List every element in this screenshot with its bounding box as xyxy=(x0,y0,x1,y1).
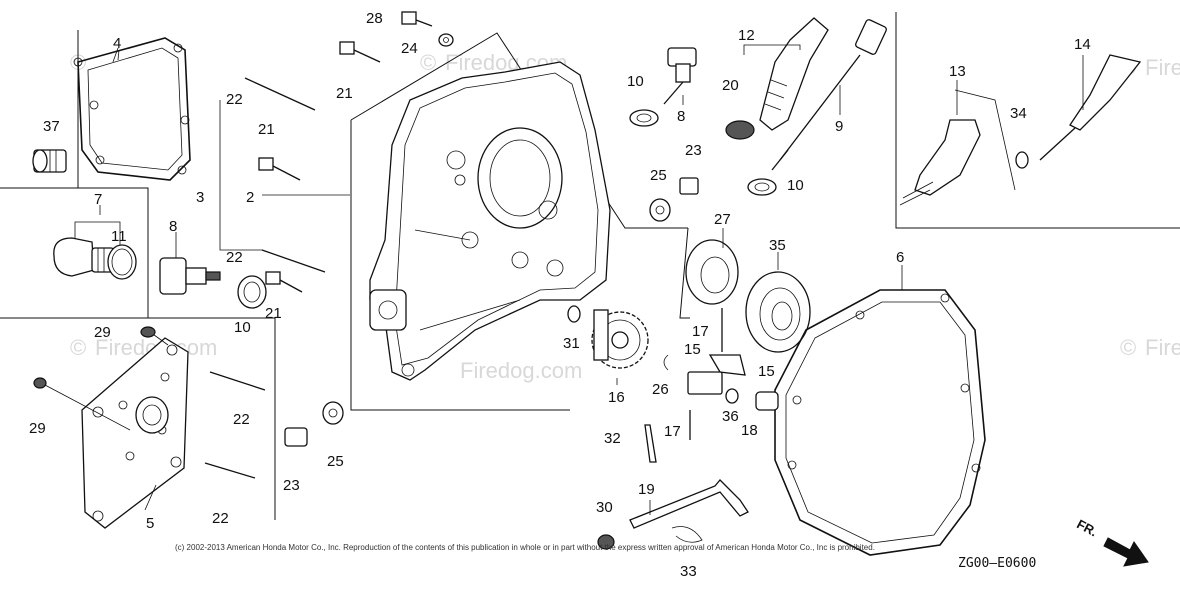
part-22-studs xyxy=(204,77,326,479)
part-label: 9 xyxy=(835,118,843,135)
front-direction-arrow-icon: FR. xyxy=(1074,516,1149,567)
part-5-cover-plate xyxy=(44,331,189,529)
part-label: 22 xyxy=(212,510,229,527)
part-27-bearing xyxy=(685,239,739,305)
part-label: 23 xyxy=(685,142,702,159)
part-label: 37 xyxy=(43,118,60,135)
part-36-washer xyxy=(725,388,739,404)
part-label: 17 xyxy=(692,323,709,340)
part-label: 27 xyxy=(714,211,731,228)
part-21-bolts xyxy=(258,41,381,293)
part-12-filler-tube xyxy=(743,17,829,131)
part-label: 10 xyxy=(627,73,644,90)
watermark-brand: Firedog.com xyxy=(460,358,582,383)
part-32-pin xyxy=(644,424,657,463)
part-6-case-gasket xyxy=(774,289,986,556)
part-24-washer xyxy=(438,33,454,47)
part-label: 17 xyxy=(664,423,681,440)
part-label: 20 xyxy=(722,77,739,94)
watermark-brand: Firedog.com xyxy=(1145,335,1180,360)
part-label: 28 xyxy=(366,10,383,27)
part-label: 7 xyxy=(94,191,102,208)
part-19-governor-arm xyxy=(629,479,749,529)
part-17-pins xyxy=(689,308,723,440)
part-label: 13 xyxy=(949,63,966,80)
part-15-brackets xyxy=(687,354,746,395)
part-label: 22 xyxy=(226,249,243,266)
part-label: 21 xyxy=(258,121,275,138)
part-label: 6 xyxy=(896,249,904,266)
part-label: 25 xyxy=(650,167,667,184)
part-2-crankcase-cover xyxy=(369,61,611,381)
part-26-clip xyxy=(663,354,669,371)
part-label: 18 xyxy=(741,422,758,439)
part-label: 32 xyxy=(604,430,621,447)
part-label: 29 xyxy=(29,420,46,437)
part-label: 36 xyxy=(722,408,739,425)
part-label: 5 xyxy=(146,515,154,532)
part-label: 10 xyxy=(234,319,251,336)
part-label: 19 xyxy=(638,481,655,498)
part-7-plug-assembly xyxy=(53,221,137,280)
watermark-copyright-mark: © xyxy=(70,335,86,360)
part-37-plug xyxy=(32,149,67,173)
part-31-clip xyxy=(567,305,581,323)
part-label: 2 xyxy=(246,189,254,206)
watermark-copyright-mark: © xyxy=(1120,335,1136,360)
part-20-nut xyxy=(725,120,755,140)
part-8-oil-level-switch xyxy=(159,245,221,295)
leader-lines xyxy=(99,49,1084,515)
part-label: 4 xyxy=(113,35,121,52)
part-18-pin xyxy=(755,391,779,411)
part-28-bolt xyxy=(401,11,433,27)
part-label: 22 xyxy=(226,91,243,108)
part-33-clip xyxy=(671,526,703,543)
part-4-gasket xyxy=(73,37,191,181)
part-label: 31 xyxy=(563,335,580,352)
part-label: 21 xyxy=(265,305,282,322)
part-label: 24 xyxy=(401,40,418,57)
part-34-o-ring xyxy=(1015,151,1029,169)
part-label: 16 xyxy=(608,389,625,406)
part-label: 22 xyxy=(233,411,250,428)
part-23-bolts xyxy=(284,177,699,447)
part-13-filler-neck xyxy=(899,119,981,206)
part-25-washers xyxy=(322,198,671,425)
part-label: 21 xyxy=(336,85,353,102)
watermarks: © © Firedog.com © Firedog.com © Firedog.… xyxy=(70,50,1180,383)
part-label: 29 xyxy=(94,324,111,341)
part-14-dipstick-cap xyxy=(954,54,1142,191)
part-label: 30 xyxy=(596,499,613,516)
part-label: 34 xyxy=(1010,105,1027,122)
part-label: 35 xyxy=(769,237,786,254)
part-labels: 4 37 7 11 8 3 2 22 21 22 21 10 21 28 24 … xyxy=(29,10,1091,580)
part-label: 33 xyxy=(680,563,697,580)
part-label: 25 xyxy=(327,453,344,470)
part-label: 12 xyxy=(738,27,755,44)
watermark-copyright-mark: © xyxy=(420,50,436,75)
part-8-oil-level-sensor xyxy=(663,47,697,105)
part-10-washers xyxy=(237,109,777,309)
part-label: 8 xyxy=(169,218,177,235)
part-label: 3 xyxy=(196,189,204,206)
diagram-code: ZG00—E0600 xyxy=(958,556,1036,571)
part-9-dipstick xyxy=(771,19,887,171)
part-29-bolts xyxy=(33,326,156,389)
part-35-bearing xyxy=(745,271,811,353)
part-label: 15 xyxy=(758,363,775,380)
part-16-governor-gear xyxy=(591,309,649,369)
front-direction-label: FR. xyxy=(1074,516,1100,539)
part-label: 10 xyxy=(787,177,804,194)
watermark-brand: Firedog.com xyxy=(1145,55,1180,80)
part-label: 14 xyxy=(1074,36,1091,53)
part-label: 26 xyxy=(652,381,669,398)
part-label: 8 xyxy=(677,108,685,125)
part-label: 15 xyxy=(684,341,701,358)
part-label: 23 xyxy=(283,477,300,494)
part-30-washer xyxy=(597,534,615,550)
part-label: 11 xyxy=(111,228,127,245)
copyright-notice: (c) 2002-2013 American Honda Motor Co., … xyxy=(175,543,875,552)
